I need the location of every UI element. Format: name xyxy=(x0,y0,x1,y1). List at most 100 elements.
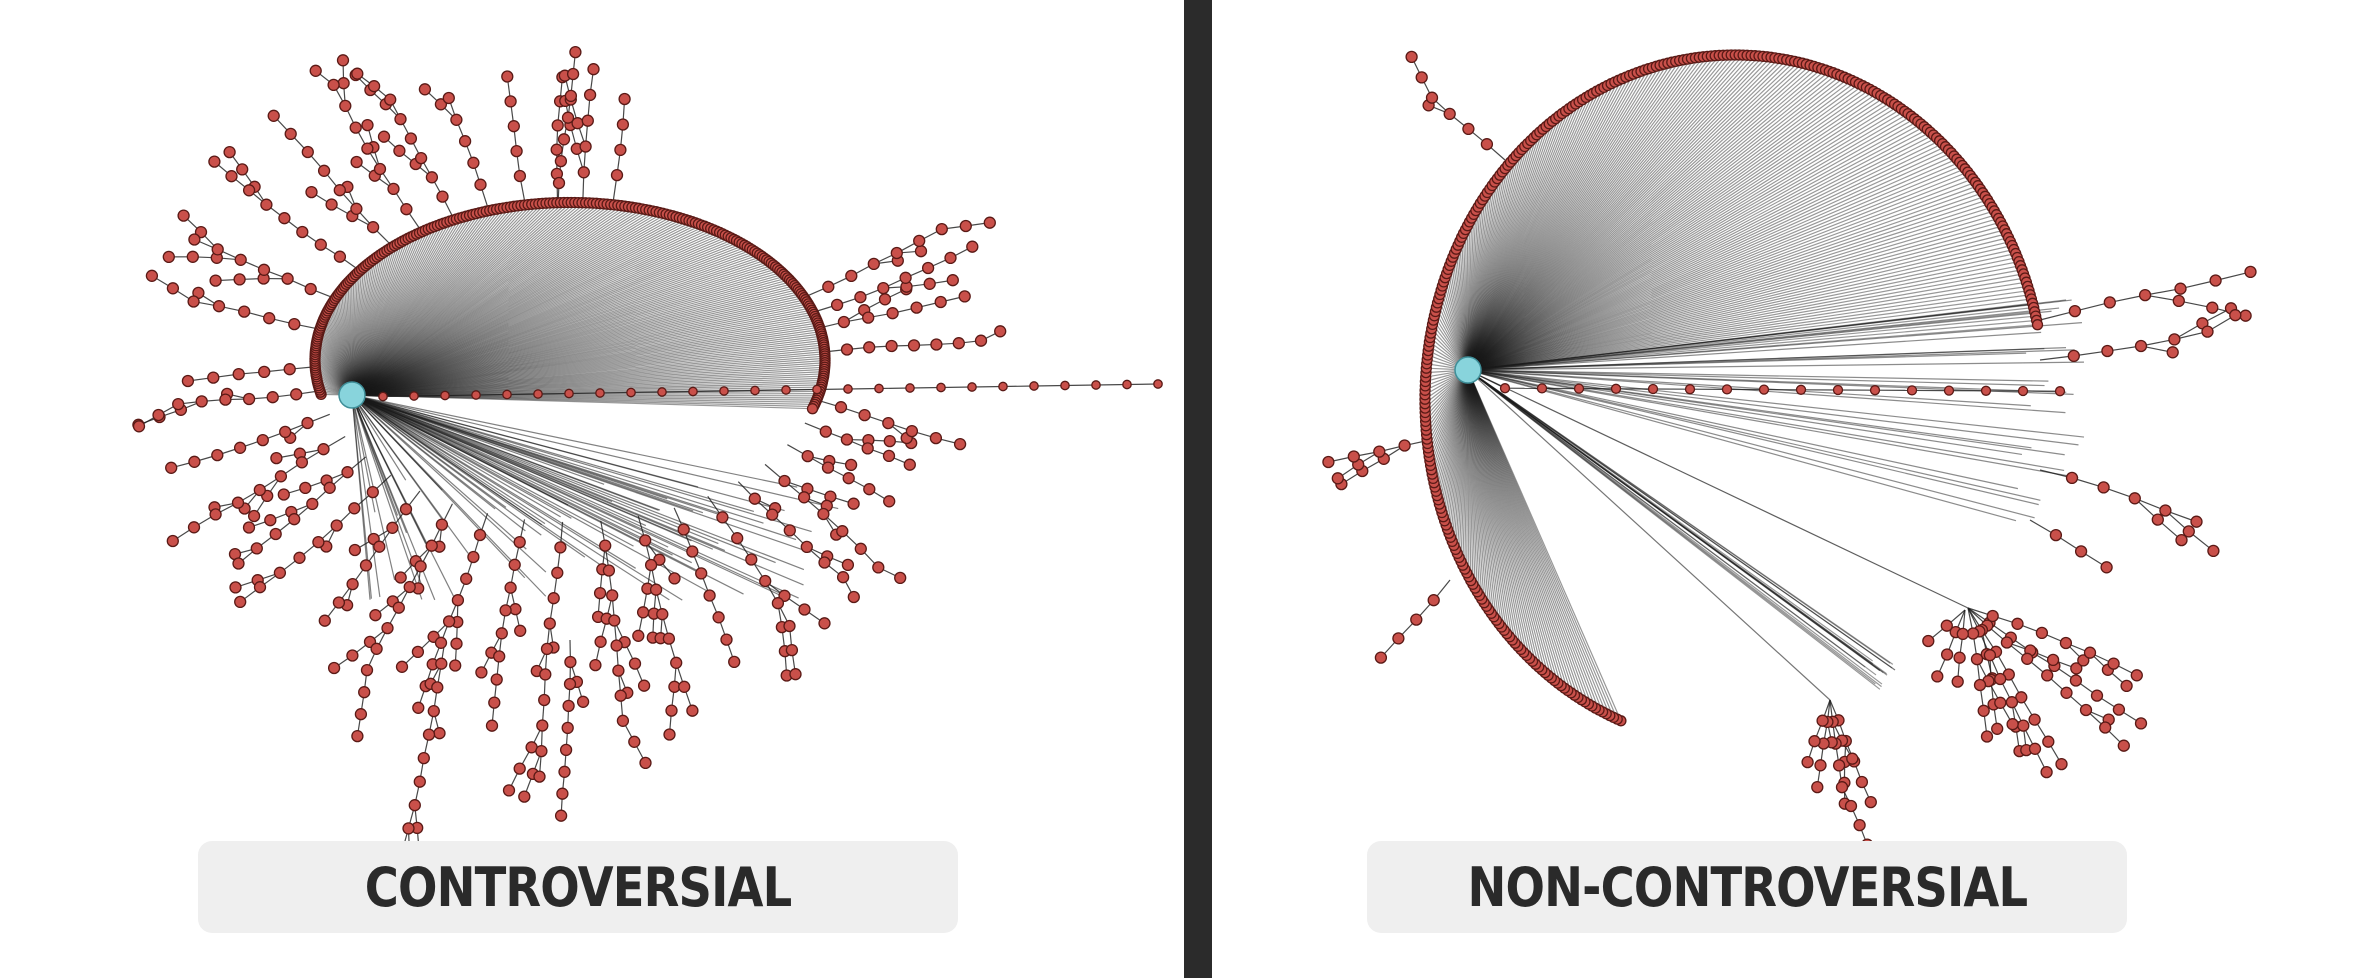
edge xyxy=(1467,347,2045,371)
edge xyxy=(351,245,396,396)
node xyxy=(165,461,178,474)
edge xyxy=(1467,110,1905,371)
node xyxy=(935,222,948,236)
node xyxy=(2099,721,2112,734)
edge xyxy=(1467,210,1995,371)
edge xyxy=(351,357,826,396)
node xyxy=(535,744,548,758)
node xyxy=(2042,735,2055,748)
edge xyxy=(1467,56,1700,371)
edge xyxy=(1467,369,1546,673)
node xyxy=(232,367,245,381)
edge xyxy=(351,222,696,396)
node xyxy=(595,388,605,398)
edge xyxy=(1467,369,1884,674)
node xyxy=(1951,675,1964,688)
edge xyxy=(326,312,353,396)
node xyxy=(688,386,698,397)
edge xyxy=(1467,181,1976,371)
node xyxy=(1864,795,1877,809)
edge xyxy=(1467,174,1971,371)
node xyxy=(436,190,449,203)
node xyxy=(2138,288,2152,302)
edge xyxy=(785,388,818,391)
node xyxy=(325,198,338,211)
node xyxy=(359,559,373,572)
node xyxy=(712,611,725,624)
node xyxy=(583,88,597,102)
edge xyxy=(351,394,542,536)
node xyxy=(490,673,503,686)
node xyxy=(162,250,175,264)
edge xyxy=(1467,68,1650,371)
node xyxy=(152,408,165,422)
edge xyxy=(1467,143,1943,371)
node xyxy=(341,466,354,479)
node xyxy=(1940,619,1953,632)
edge xyxy=(1430,369,1469,470)
node xyxy=(433,727,446,740)
node xyxy=(2090,689,2104,702)
node xyxy=(223,145,236,159)
edge xyxy=(351,355,825,396)
node xyxy=(2068,304,2082,318)
node xyxy=(435,657,448,670)
edge xyxy=(1467,369,1485,603)
node xyxy=(847,497,860,510)
edge xyxy=(351,276,355,396)
edge xyxy=(351,229,714,396)
edge xyxy=(351,231,423,396)
edge xyxy=(1467,369,1556,681)
edge xyxy=(1467,126,1547,371)
edge xyxy=(1467,123,1550,371)
edge xyxy=(351,255,381,396)
node xyxy=(2112,703,2126,716)
edge xyxy=(1467,60,1681,371)
edge xyxy=(1064,384,1097,387)
node xyxy=(656,608,669,621)
edge xyxy=(1467,273,2024,371)
node xyxy=(229,581,242,594)
edge xyxy=(351,255,763,396)
edge xyxy=(1467,60,1795,371)
node xyxy=(425,171,439,184)
edge xyxy=(351,328,821,396)
edge xyxy=(1467,244,2013,371)
node xyxy=(1953,651,1966,664)
edge xyxy=(1454,369,1469,550)
node xyxy=(434,98,448,111)
node xyxy=(2229,309,2242,322)
edge xyxy=(1467,369,2035,519)
node xyxy=(442,91,455,105)
edge xyxy=(1467,101,1892,371)
node xyxy=(290,388,303,401)
node xyxy=(304,282,317,296)
node xyxy=(395,660,409,673)
node xyxy=(628,657,642,670)
edge xyxy=(1441,285,1469,371)
edge xyxy=(351,285,795,396)
edge xyxy=(351,307,811,396)
node xyxy=(2097,481,2110,494)
edge xyxy=(1467,369,1881,672)
edge xyxy=(351,230,426,396)
node xyxy=(266,391,279,404)
edge xyxy=(1467,134,1934,371)
edge xyxy=(351,264,774,396)
edge xyxy=(351,223,699,396)
edge xyxy=(940,386,973,389)
node xyxy=(1322,455,1335,469)
edge xyxy=(1467,60,1792,371)
edge xyxy=(1467,68,1823,371)
edge xyxy=(351,238,409,396)
edge xyxy=(1467,218,1473,371)
node xyxy=(1060,380,1070,391)
edge xyxy=(1467,131,1931,371)
edge xyxy=(1446,369,1469,530)
edge xyxy=(1441,369,1469,513)
node xyxy=(1980,730,1994,743)
node xyxy=(554,541,567,554)
edge xyxy=(1467,192,1984,371)
edge xyxy=(330,304,353,396)
edge xyxy=(1467,369,1596,709)
